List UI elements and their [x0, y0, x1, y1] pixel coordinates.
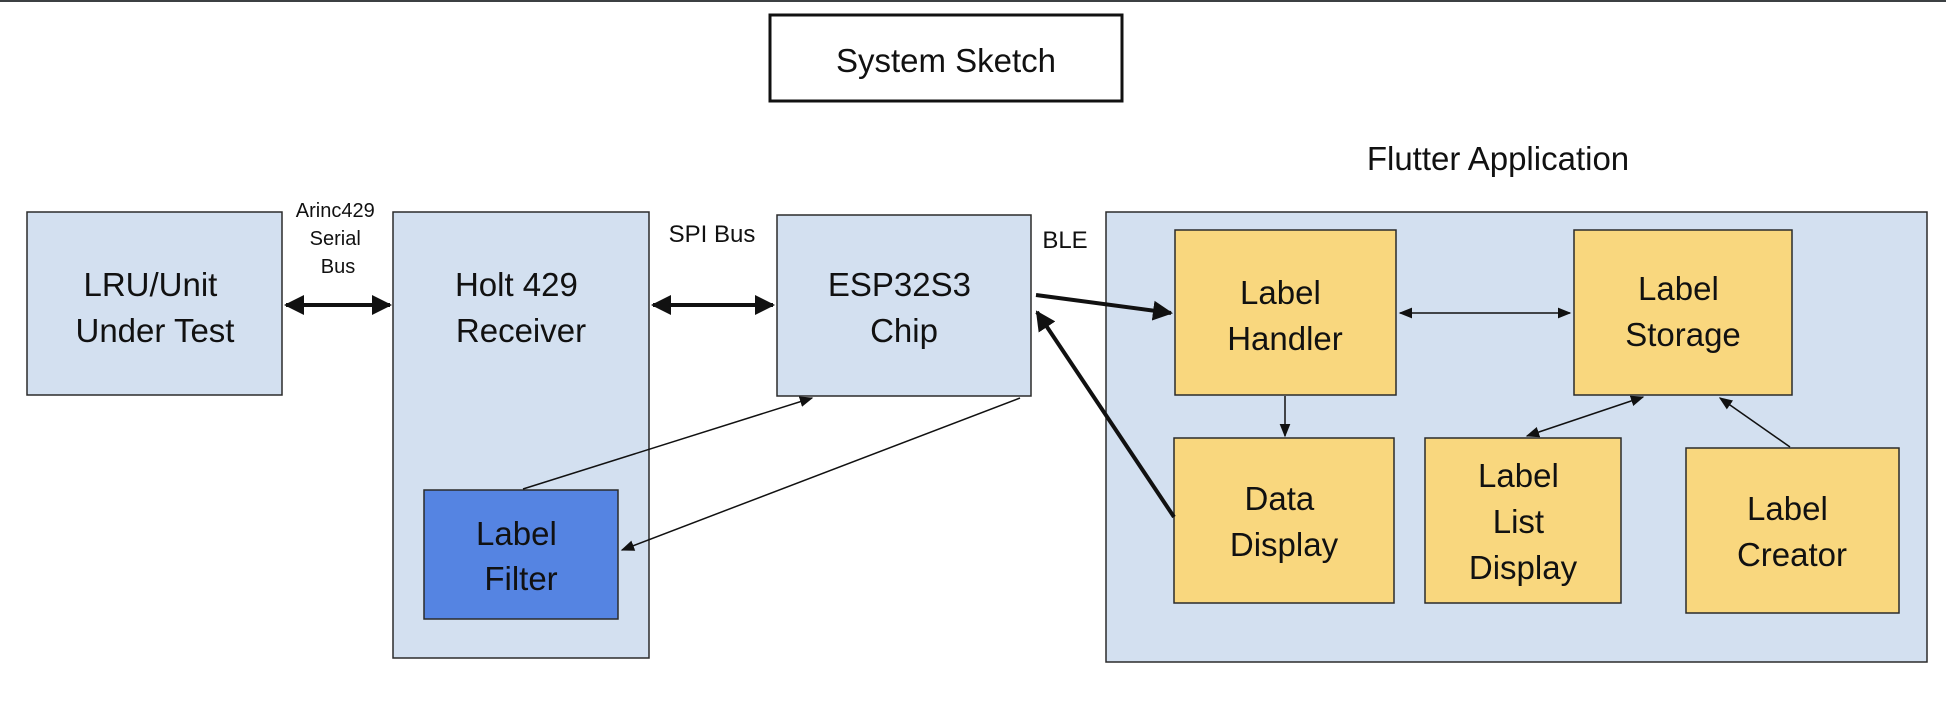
flutter-application-title: Flutter Application: [1367, 140, 1629, 177]
svg-text:ESP32S3 Chip: ESP32S3 Chip: [828, 266, 980, 349]
node-esp32-line1: ESP32S3: [828, 266, 971, 303]
edge-esp32-filter: [620, 397, 1021, 551]
node-label-handler: Label Handler: [1174, 229, 1397, 396]
node-lru-line2: Under Test: [76, 312, 235, 349]
node-label-handler-line2: Handler: [1227, 320, 1343, 357]
node-data-display: Data Display: [1173, 437, 1395, 604]
edge-data-display-esp32: [1035, 310, 1176, 519]
edge-label-arinc: Arinc429 Serial Bus: [296, 200, 381, 278]
edge-label-ble: BLE: [1042, 227, 1087, 254]
node-label-filter-line2: Filter: [484, 560, 557, 597]
node-label-list-display: Label List Display: [1424, 437, 1622, 604]
edge-esp32-label-handler: [1035, 293, 1173, 321]
node-label-list-line1: Label: [1478, 457, 1559, 494]
edge-list-display-storage: [1525, 395, 1645, 438]
node-lru-line1: LRU/Unit: [83, 266, 217, 303]
edge-label-arinc-line2: Serial: [310, 228, 361, 250]
node-label-list-line2: List: [1493, 503, 1544, 540]
node-holt-line1: Holt 429: [455, 266, 578, 303]
node-label-creator: Label Creator: [1685, 447, 1900, 614]
top-border: [0, 0, 1946, 2]
node-data-display-line1: Data: [1245, 480, 1315, 517]
node-esp32-chip: ESP32S3 Chip: [776, 214, 1032, 397]
svg-text:Data Display: Data Display: [1230, 480, 1339, 563]
svg-text:Holt 429 Receiver: Holt 429 Receiver: [455, 266, 587, 349]
svg-text:Label Filter: Label Filter: [476, 515, 566, 597]
title-box: System Sketch: [768, 13, 1124, 103]
node-label-filter: Label Filter: [423, 489, 619, 620]
edge-label-spi: SPI Bus: [669, 221, 756, 248]
edge-creator-storage: [1718, 397, 1791, 448]
node-label-filter-line1: Label: [476, 515, 557, 552]
edge-label-arinc-line1: Arinc429: [296, 200, 375, 222]
edge-label-arinc-line3: Bus: [321, 256, 355, 278]
svg-text:Label Handler: Label Handler: [1227, 274, 1343, 357]
node-esp32-line2: Chip: [870, 312, 938, 349]
diagram-title: System Sketch: [836, 42, 1056, 79]
edge-filter-esp32: [522, 396, 814, 490]
svg-text:LRU/Unit Under Test: LRU/Unit Under Test: [76, 266, 235, 349]
node-holt-line2: Receiver: [456, 312, 586, 349]
node-label-creator-line2: Creator: [1737, 536, 1847, 573]
svg-text:Label Creator: Label Creator: [1737, 490, 1847, 573]
node-label-storage-line2: Storage: [1625, 316, 1741, 353]
node-data-display-line2: Display: [1230, 526, 1339, 563]
node-label-creator-line1: Label: [1747, 490, 1828, 527]
node-label-list-line3: Display: [1469, 549, 1578, 586]
svg-text:Label List Display: Label List Display: [1469, 457, 1578, 586]
node-label-storage-line1: Label: [1638, 270, 1719, 307]
svg-text:Label Storage: Label Storage: [1625, 270, 1741, 353]
node-label-handler-line1: Label: [1240, 274, 1321, 311]
node-lru: LRU/Unit Under Test: [26, 211, 283, 396]
node-label-storage: Label Storage: [1573, 229, 1793, 396]
